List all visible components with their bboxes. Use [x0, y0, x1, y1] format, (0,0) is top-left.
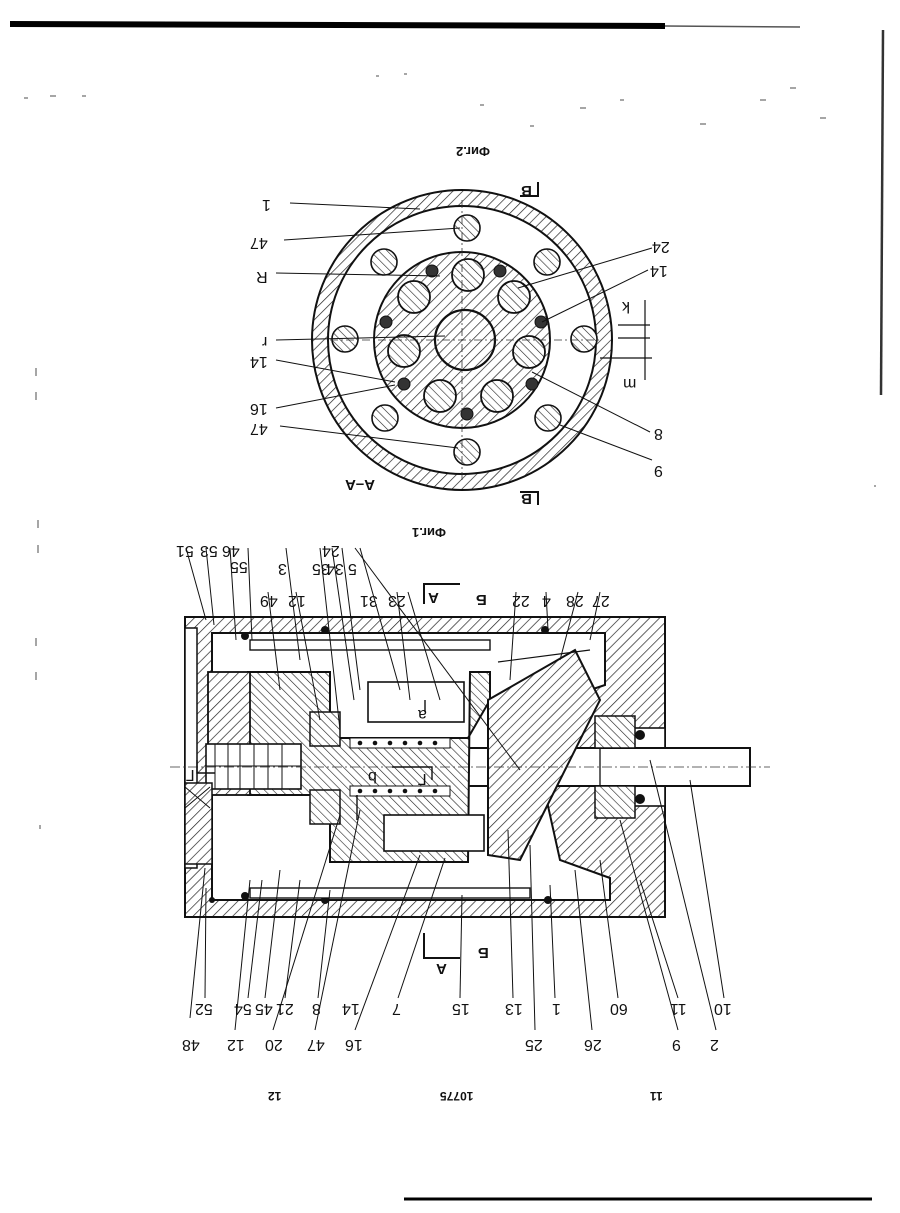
- fig1-inner-label: b: [368, 768, 377, 784]
- fig1-inner-label: Г: [186, 766, 195, 782]
- fig2-label: r: [262, 333, 267, 349]
- fig2-section-mark: В: [521, 183, 532, 198]
- fig2-section-view: [276, 182, 652, 505]
- fig1-label: 21: [276, 1000, 294, 1016]
- fig2-label: 16: [250, 400, 268, 416]
- fig1-label: 5: [348, 560, 357, 576]
- fig1-label: 12: [288, 592, 306, 608]
- fig1-label: 34: [326, 560, 344, 576]
- fig1-label: 45: [255, 1000, 273, 1016]
- fig1-label: 47: [307, 1036, 325, 1052]
- fig1-label: 23: [388, 592, 406, 608]
- fig2-label: 47: [250, 420, 268, 436]
- fig1-inner-label: a: [418, 706, 427, 722]
- fig1-label: 15: [452, 1000, 470, 1016]
- fig1-label: 31: [360, 592, 378, 608]
- fig1-section-mark: А: [428, 590, 439, 605]
- fig2-label: 8: [654, 425, 663, 441]
- fig1-label: 27: [592, 592, 610, 608]
- fig2-label: R: [256, 268, 268, 284]
- fig1-label: 46: [222, 542, 240, 558]
- fig2-label: m: [623, 375, 636, 391]
- fig1-label: 20: [265, 1036, 283, 1052]
- fig1-section-mark: Б: [478, 945, 489, 960]
- header-page-right: 12: [268, 1090, 281, 1102]
- fig1-label: 53: [200, 542, 218, 558]
- fig1-label: 52: [195, 1000, 213, 1016]
- fig1-label: 22: [512, 592, 530, 608]
- fig2-label: 14: [650, 262, 668, 278]
- fig1-longitudinal-view: [170, 548, 770, 1030]
- fig2-caption: Фиг.2: [456, 145, 490, 158]
- fig2-label: 47: [250, 234, 268, 250]
- fig2-label: 9: [654, 462, 663, 478]
- fig1-label: 1: [552, 1000, 561, 1016]
- header-page-left: 11: [650, 1090, 663, 1102]
- fig2-label: 14: [250, 353, 268, 369]
- fig1-label: 28: [566, 592, 584, 608]
- fig1-label: 48: [182, 1036, 200, 1052]
- fig2-section-title: А–А: [345, 477, 375, 492]
- fig2-label: 1: [262, 196, 271, 212]
- fig1-label: 13: [505, 1000, 523, 1016]
- fig1-label: 49: [260, 592, 278, 608]
- header-patent-number: 10775: [440, 1090, 473, 1102]
- fig1-label: 24: [322, 542, 340, 558]
- fig1-label: 16: [345, 1036, 363, 1052]
- fig1-label: 7: [392, 1000, 401, 1016]
- fig2-label: 24: [652, 238, 670, 254]
- fig1-caption: Фиг.1: [412, 526, 446, 539]
- fig1-label: 9: [672, 1036, 681, 1052]
- fig1-label: 51: [176, 542, 194, 558]
- fig1-section-mark: А: [436, 961, 447, 976]
- fig1-label: 26: [584, 1036, 602, 1052]
- fig2-label: k: [622, 298, 630, 314]
- fig1-inner-label: Г: [418, 770, 427, 786]
- fig1-label: 60: [610, 1000, 628, 1016]
- fig1-label: 54: [234, 1000, 252, 1016]
- fig1-label: 55: [230, 558, 248, 574]
- fig1-label: 11: [670, 1000, 687, 1016]
- fig1-section-mark: Б: [476, 592, 487, 607]
- fig1-label: 25: [525, 1036, 543, 1052]
- fig2-section-mark: В: [521, 491, 532, 506]
- fig1-label: 14: [342, 1000, 360, 1016]
- fig1-label: 10: [714, 1000, 732, 1016]
- fig1-label: 3: [278, 560, 287, 576]
- fig1-label: 4: [542, 592, 551, 608]
- fig1-label: 12: [227, 1036, 245, 1052]
- fig1-label: 8: [312, 1000, 321, 1016]
- fig1-label: 2: [710, 1036, 719, 1052]
